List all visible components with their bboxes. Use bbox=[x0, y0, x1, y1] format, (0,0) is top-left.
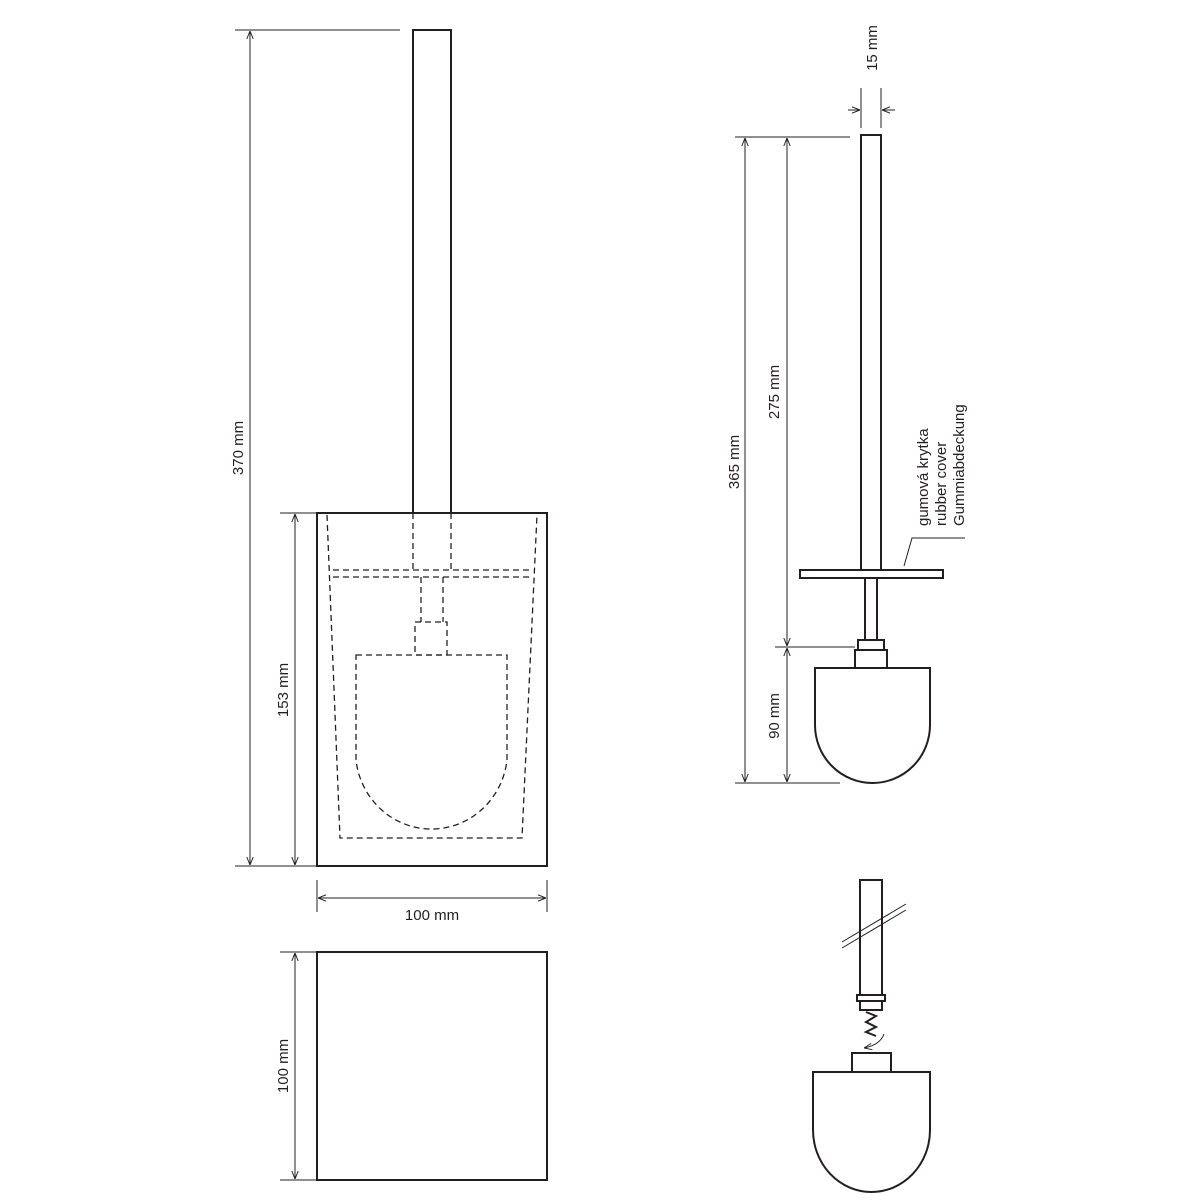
dim-head-height: 90 mm bbox=[766, 693, 783, 739]
callout-text: gumová krytka rubber cover Gummiabdeckun… bbox=[915, 404, 968, 526]
rotate-arrow-icon bbox=[864, 1033, 885, 1048]
callout-line-de: Gummiabdeckung bbox=[951, 404, 968, 526]
brush-handle bbox=[860, 134, 882, 571]
dim-handle-length: 275 mm bbox=[766, 365, 783, 419]
top-view bbox=[316, 951, 548, 1181]
dim-holder-width: 100 mm bbox=[405, 907, 459, 924]
dim-holder-height: 153 mm bbox=[275, 663, 292, 717]
dimension-lines-right bbox=[735, 88, 895, 784]
holder-body bbox=[316, 512, 548, 867]
brush-view bbox=[799, 134, 965, 784]
callout-line-en: rubber cover bbox=[933, 442, 950, 526]
callout-leader bbox=[903, 537, 965, 567]
handle bbox=[412, 29, 452, 514]
detail-brush-head bbox=[812, 1071, 931, 1193]
dim-handle-diameter: 15 mm bbox=[864, 25, 881, 71]
screw-thread bbox=[863, 1011, 879, 1037]
detail-handle bbox=[859, 879, 883, 996]
callout-line-cz: gumová krytka bbox=[915, 428, 932, 526]
holder-inner-hidden bbox=[326, 514, 538, 839]
front-view bbox=[316, 29, 548, 867]
assembly-detail bbox=[812, 879, 931, 1193]
brush-head bbox=[814, 667, 931, 784]
dim-total-height: 370 mm bbox=[230, 421, 247, 475]
dim-brush-length: 365 mm bbox=[726, 435, 743, 489]
dimension-lines-left bbox=[235, 29, 548, 1181]
brush-head-hidden bbox=[355, 654, 508, 830]
rubber-cover bbox=[799, 569, 944, 579]
dim-holder-depth: 100 mm bbox=[275, 1039, 292, 1093]
